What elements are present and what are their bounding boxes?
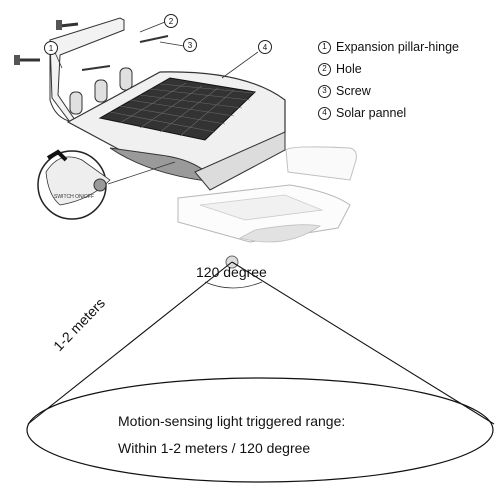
lamp-faded [177, 146, 357, 243]
legend-label: Screw [336, 84, 371, 98]
detection-range-ellipse [26, 377, 494, 483]
range-title: Motion-sensing light triggered range: [118, 413, 346, 429]
callout-1: 1 [44, 41, 58, 55]
legend-item-hole: 2 Hole [318, 58, 498, 80]
detection-cone [26, 261, 495, 483]
legend-item-screw: 3 Screw [318, 80, 498, 102]
switch-detail: SWITCH ON/OFF [37, 149, 176, 220]
callout-4: 4 [258, 40, 272, 54]
callout-2: 2 [164, 14, 178, 28]
switch-text: SWITCH ON/OFF [54, 194, 94, 200]
legend-label: Solar pannel [336, 106, 407, 120]
legend-item-solar: 4 Solar pannel [318, 102, 498, 124]
screws [14, 20, 169, 71]
legend-item-hinge: 1 Expansion pillar-hinge [318, 36, 498, 58]
legend-label: Expansion pillar-hinge [336, 40, 459, 54]
lamp-body [66, 71, 286, 191]
solar-panel [98, 77, 257, 141]
legend-number: 1 [318, 40, 331, 54]
legend-number: 2 [318, 62, 331, 76]
legend-number: 4 [318, 106, 331, 120]
legend-number: 3 [318, 84, 331, 98]
angle-label: 120 degree [196, 264, 267, 280]
callout-3: 3 [183, 38, 197, 52]
legend: 1 Expansion pillar-hinge 2 Hole 3 Screw … [318, 36, 498, 124]
mounting-plate [49, 17, 125, 123]
range-value: Within 1-2 meters / 120 degree [118, 440, 311, 456]
legend-label: Hole [336, 62, 362, 76]
